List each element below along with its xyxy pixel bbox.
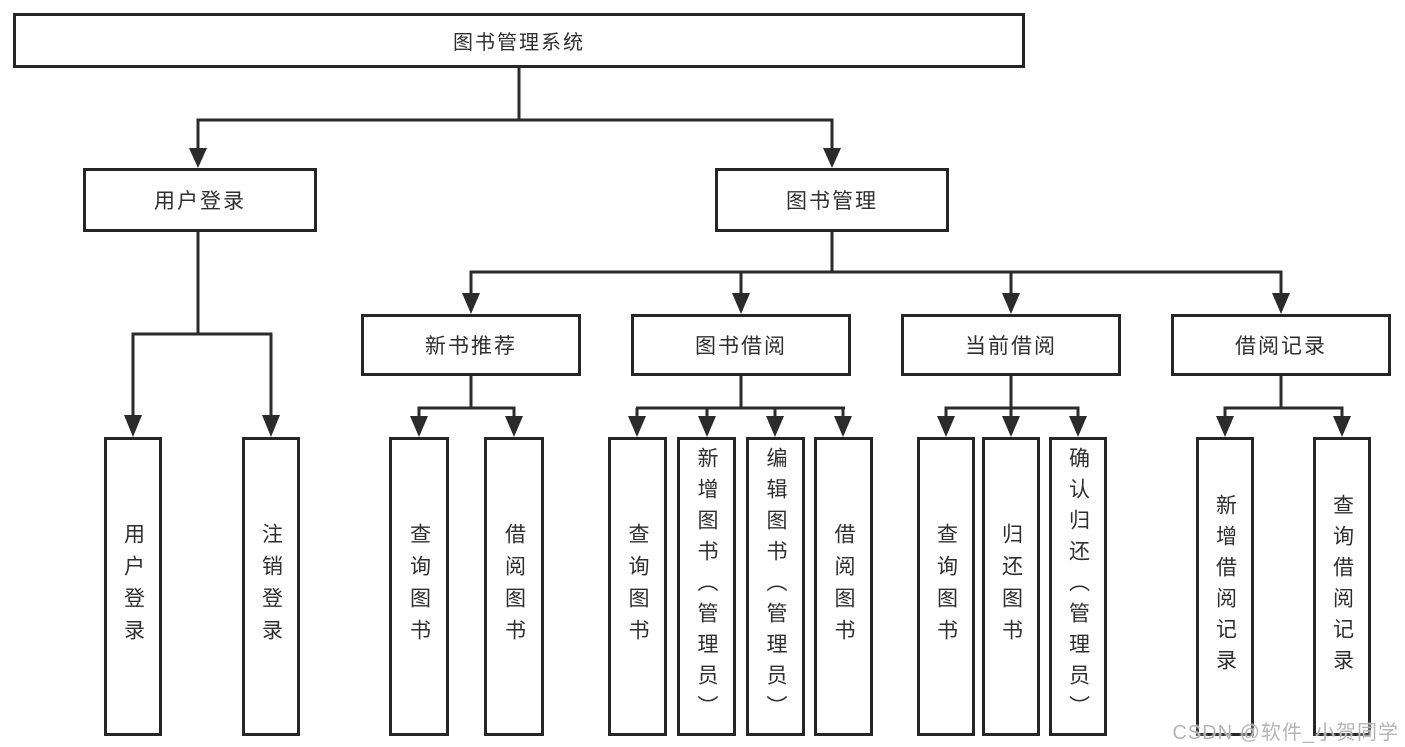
node-bb-edit-books-label: 编辑图书（管理员） bbox=[764, 447, 787, 726]
node-user-login: 用户登录 bbox=[104, 437, 162, 736]
node-cb-query-books: 查询图书 bbox=[917, 437, 975, 736]
node-cb-confirm-return: 确认归还（管理员） bbox=[1049, 437, 1107, 736]
node-br-add-record-label: 新增借阅记录 bbox=[1213, 493, 1237, 680]
node-ns-query-books: 查询图书 bbox=[389, 437, 449, 736]
node-ns-query-books-label: 查询图书 bbox=[407, 522, 431, 651]
node-user-login-label: 用户登录 bbox=[121, 522, 145, 651]
node-library-system: 图书管理系统 bbox=[13, 13, 1025, 68]
node-cb-return-books: 归还图书 bbox=[982, 437, 1040, 736]
node-cb-return-books-label: 归还图书 bbox=[999, 522, 1023, 651]
node-user-login-branch: 用户登录 bbox=[83, 168, 317, 232]
node-new-book-recommend: 新书推荐 bbox=[361, 314, 581, 376]
node-br-add-record: 新增借阅记录 bbox=[1196, 437, 1254, 736]
watermark: CSDN @软件_小贺同学 bbox=[1172, 722, 1399, 744]
node-cb-confirm-return-label: 确认归还（管理员） bbox=[1066, 447, 1090, 726]
node-book-management: 图书管理 bbox=[715, 168, 949, 232]
node-bb-query-books-label: 查询图书 bbox=[626, 522, 649, 651]
node-borrowing-records: 借阅记录 bbox=[1171, 314, 1391, 376]
node-current-borrowing: 当前借阅 bbox=[901, 314, 1121, 376]
node-book-borrowing: 图书借阅 bbox=[631, 314, 851, 376]
node-br-query-record: 查询借阅记录 bbox=[1313, 437, 1371, 736]
node-bb-add-books-label: 新增图书（管理员） bbox=[695, 447, 718, 726]
node-bb-add-books: 新增图书（管理员） bbox=[677, 437, 736, 736]
node-br-query-record-label: 查询借阅记录 bbox=[1330, 493, 1354, 680]
node-bb-borrow-books-label: 借阅图书 bbox=[832, 522, 855, 651]
node-logout-label: 注销登录 bbox=[259, 522, 283, 651]
node-cb-query-books-label: 查询图书 bbox=[934, 522, 958, 651]
node-bb-borrow-books: 借阅图书 bbox=[814, 437, 873, 736]
node-ns-borrow-books: 借阅图书 bbox=[484, 437, 544, 736]
node-bb-query-books: 查询图书 bbox=[608, 437, 667, 736]
node-bb-edit-books: 编辑图书（管理员） bbox=[746, 437, 805, 736]
node-ns-borrow-books-label: 借阅图书 bbox=[502, 522, 526, 651]
node-logout: 注销登录 bbox=[242, 437, 300, 736]
